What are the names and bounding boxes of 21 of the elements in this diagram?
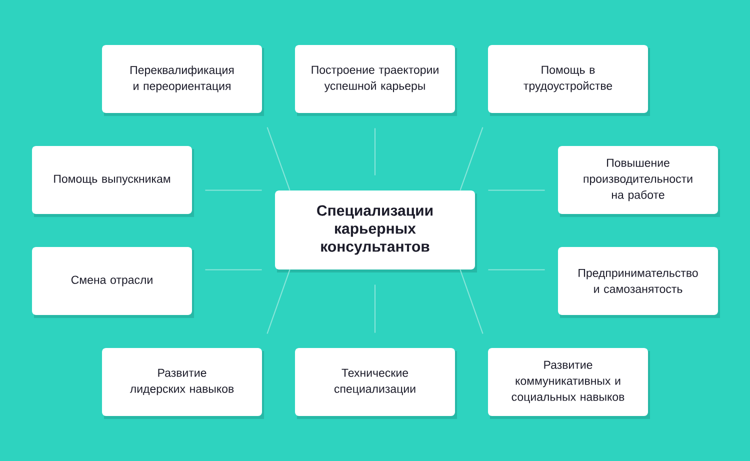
topic-box: Повышение производительности на работе <box>558 146 720 217</box>
topic-box: Развитие коммуникативных и социальных навыков <box>488 348 650 419</box>
connector-line <box>488 269 546 270</box>
connector-line <box>204 190 262 191</box>
connector-line <box>266 126 290 191</box>
topic-box: Смена отрасли <box>32 247 194 318</box>
connector-line <box>460 269 484 334</box>
topic-box: Технические специализации <box>295 348 457 419</box>
title-box: Специализации карьерных консультантов <box>275 190 477 272</box>
topic-box: Переквалификация и переориентация <box>102 45 264 116</box>
connector-line <box>460 126 484 191</box>
topic-box: Помощь выпускникам <box>32 146 194 217</box>
topic-box: Построение траектории успешной карьеры <box>295 45 457 116</box>
topic-box: Развитие лидерских навыков <box>102 348 264 419</box>
topic-box: Помощь в трудоустройстве <box>488 45 650 116</box>
connector-line <box>266 269 290 334</box>
connector-line <box>204 269 262 270</box>
connector-line <box>374 284 376 334</box>
connector-line <box>488 190 546 191</box>
connector-line <box>374 128 376 176</box>
topic-box: Предпринимательство и самозанятость <box>558 247 720 318</box>
